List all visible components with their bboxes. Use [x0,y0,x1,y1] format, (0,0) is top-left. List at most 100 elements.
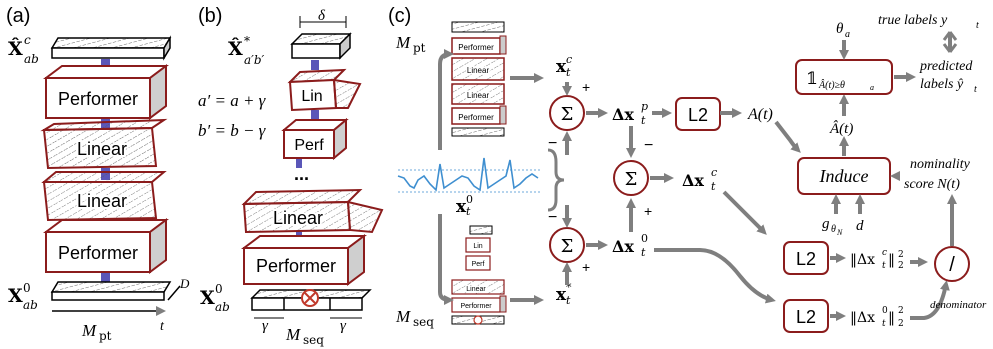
thumb-block-label: Linear [466,286,486,293]
panel-a-bottom-plate [50,281,172,301]
panel-a-model-label: M [81,321,97,340]
arrow-norm-0-to-divide [910,280,950,320]
panel-b-connector [311,60,319,70]
panel-b-model-label: M [285,325,301,344]
dx-c-label: Δx [682,171,704,190]
x-tc-sup: c [566,53,572,66]
panel-b-top-plate [290,32,352,60]
panel-b-lin-block: Lin [287,68,362,112]
x-t0-sub: t [466,205,471,218]
dx-p-sub: t [641,114,646,127]
panel-a-output-sub: ab [24,52,39,66]
dx-c-sup: c [711,166,717,179]
theta-a-sub: a [845,29,850,40]
predicted-sub: t [974,84,977,95]
dx-0-sup: 0 [641,232,648,245]
thumb-block-label: Lin [473,243,482,250]
sum-node-top: Σ [549,95,585,131]
panel-b: (b) δ X̂ * a′b′ a′ = a + γ b′ = b − γ Li… [198,5,384,347]
norm-0-tail: ‖ [888,310,895,326]
thumb-block-label: Linear [467,66,490,75]
x-t0-sup: 0 [466,193,473,206]
thumb-block-label: Perf [472,261,485,268]
norm-0-exp: 2 [898,306,904,316]
panel-a-linear-block-1: Linear [40,118,168,170]
panel-b-eq-b: b′ = b − γ [198,121,267,140]
panel-b-perf-block: Perf [281,117,349,161]
panel-c-label: (c) [388,5,411,27]
predicted-label-1: predicted [919,59,973,74]
dx-0-sub: t [641,246,646,259]
norm-c-sub: t [882,261,886,271]
l2-node-bottom: L2 [783,299,829,333]
input-signal-plot [397,157,540,193]
panel-a-block-label: Performer [58,243,138,263]
panel-a-connector [101,272,110,282]
norm-c-label: ‖Δx [850,252,875,268]
norm-0-sub: t [882,319,886,329]
sigma-label: Σ [561,104,574,125]
x-tc-label: x [556,57,567,77]
mask-x-icon [301,289,319,307]
panel-b-ellipsis: ... [294,164,309,184]
panel-a-input-sub: ab [23,298,38,312]
model-seq-thumbnail: Lin Perf Linear Performer [451,225,507,325]
brace-icon [547,148,565,212]
x-tstar-label: x [556,285,567,305]
predicted-label-2: labels ŷ [920,77,964,92]
panel-b-block-label: Lin [301,88,322,105]
panel-b-input-sup: 0 [215,282,223,296]
panel-a-block-label: Linear [77,139,127,159]
sign-plus: + [582,259,590,275]
dx-p-sup: p [641,100,648,113]
indicator-node: 𝟙 Â(t)≥θ a [795,59,893,95]
panel-b-label: (b) [198,5,222,27]
theta-a-label: θ [836,21,844,37]
g-theta-label: g [822,216,830,232]
panel-a-label: (a) [6,5,30,27]
denominator-label: denominator [930,299,987,311]
panel-a-axis-t: t [160,319,165,334]
a-t-label: A(t) [747,106,773,123]
panel-a-linear-block-2: Linear [41,171,167,222]
nominality-label-1: nominality [910,157,971,172]
l2-label: L2 [796,307,816,327]
panel-b-performer-block: Performer [241,234,367,286]
x-tc-sub: t [566,66,571,79]
model-pt-thumbnail: Performer Linear Linear Performer [451,21,507,137]
norm-0-idx: 2 [898,319,904,329]
panel-c-model-seq: M [395,307,411,326]
panel-a-depth-axis [167,285,181,301]
sigma-label: Σ [561,236,574,257]
norm-c-tail: ‖ [888,252,895,268]
indicator-symbol: 𝟙 [806,69,818,89]
panel-b-model-sub: seq [303,333,324,347]
panel-a-output-sup: c [24,33,31,47]
panel-a-output-label: X̂ [8,38,23,60]
a-hat-label: Â(t) [829,120,853,137]
true-labels-sub: t [976,20,979,31]
panel-a-block-label: Linear [77,191,127,211]
sign-minus: − [644,137,653,154]
indicator-sub: Â(t)≥θ [818,79,845,91]
arrow-a-to-induce [774,120,801,153]
panel-c-model-seq-sub: seq [413,315,434,329]
x-tstar-sup: * [566,281,572,294]
panel-b-block-label: Linear [273,208,323,228]
panel-a-input-sup: 0 [23,281,31,295]
norm-c-exp: 2 [898,250,904,260]
panel-a-model-sub: pt [99,329,112,343]
panel-b-eq-a: a′ = a + γ [198,91,267,110]
arrow-signal-to-mpt [438,49,454,150]
panel-a-performer-block-bottom: Performer [43,218,169,274]
induce-node: Induce [797,157,891,195]
arrow-dx0-to-l2 [654,248,776,304]
panel-b-connector [311,110,319,120]
panel-c: (c) M pt M seq Performer Linear Linear P… [388,5,987,333]
sigma-label: Σ [625,169,638,190]
panel-b-gamma-left: γ [262,318,269,334]
panel-b-block-label: Perf [294,137,324,154]
panel-a-block-label: Performer [58,89,138,109]
panel-c-model-pt-sub: pt [413,41,426,55]
thumb-block-label: Performer [458,43,494,52]
